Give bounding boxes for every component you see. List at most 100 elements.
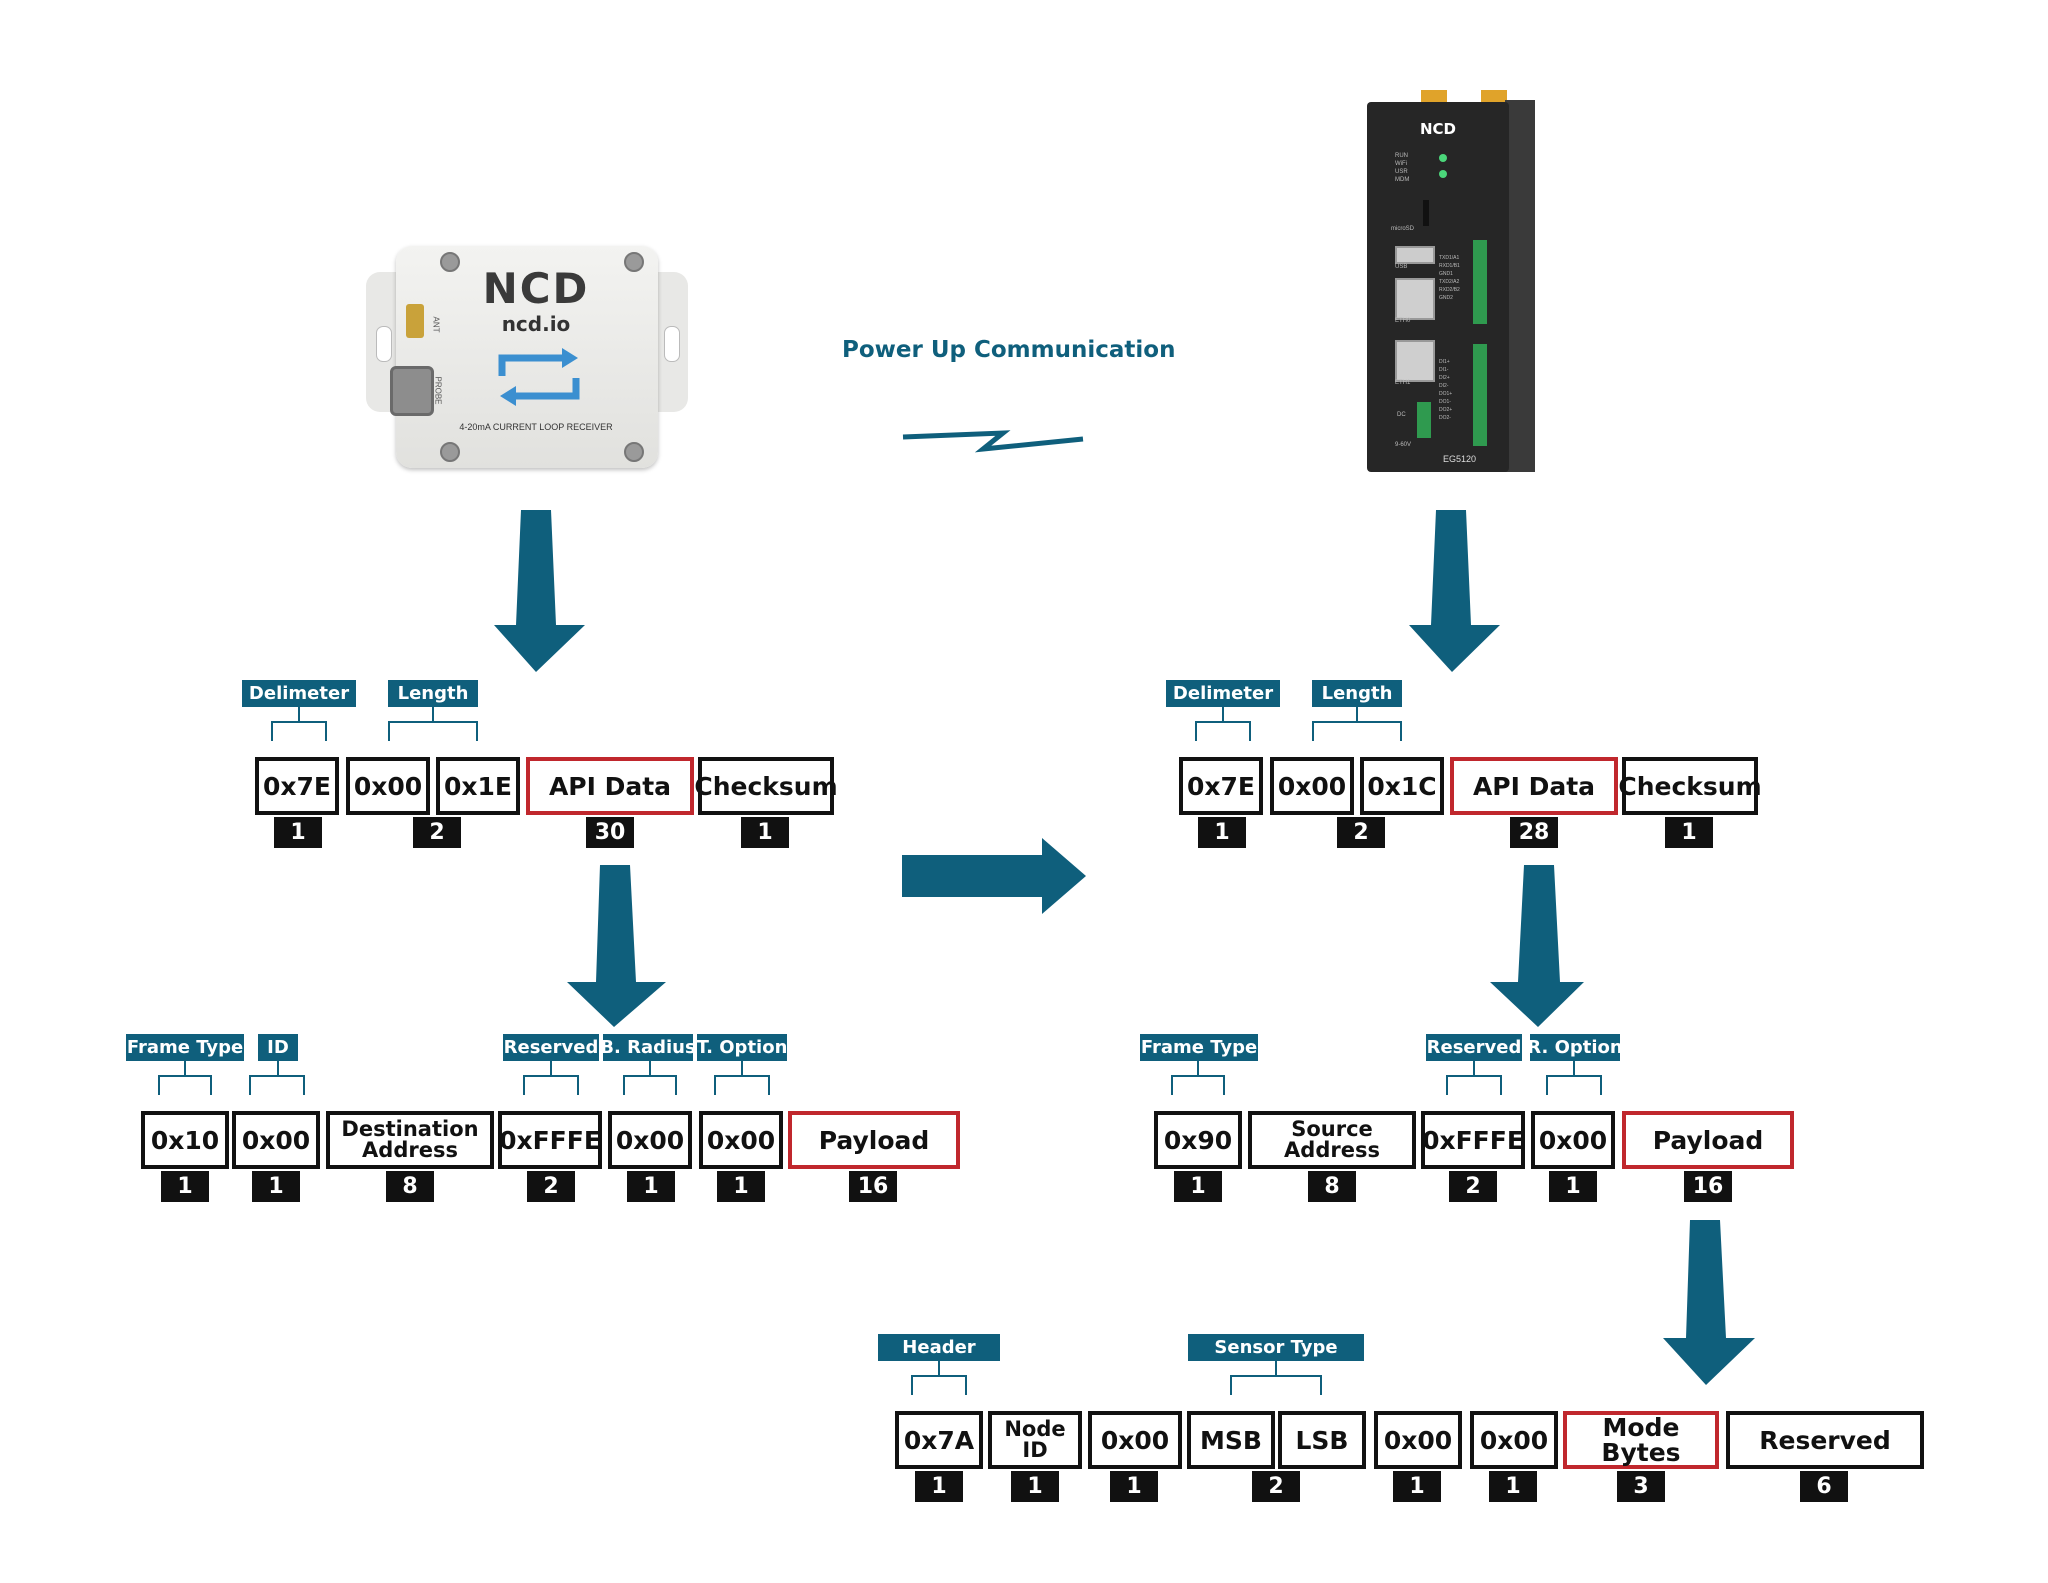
api-cell-reserved: 0xFFFE bbox=[498, 1111, 602, 1169]
frame-cell-length-msb: 0x00 bbox=[1270, 757, 1354, 815]
bracket-stem bbox=[1222, 707, 1224, 721]
bracket-stem bbox=[298, 707, 300, 721]
api-cell-payload: Payload bbox=[1622, 1111, 1794, 1169]
byte-count-badge: 30 bbox=[586, 817, 634, 848]
lightning-icon bbox=[902, 430, 1084, 453]
label-receive-option: R. Option bbox=[1527, 1034, 1623, 1061]
eth1-port bbox=[1395, 340, 1435, 382]
api-cell-frame-type: 0x10 bbox=[141, 1111, 229, 1169]
payload-cell-msb: MSB bbox=[1187, 1411, 1275, 1469]
label-id: ID bbox=[258, 1034, 298, 1061]
bracket-header bbox=[911, 1375, 967, 1395]
byte-count-badge: 1 bbox=[1393, 1471, 1441, 1502]
payload-cell-byte: 0x00 bbox=[1374, 1411, 1462, 1469]
sensor-device: ANT PROBE NCD ncd.io 4-20mA CURRENT LOOP… bbox=[366, 246, 688, 468]
ant-label: ANT bbox=[431, 316, 441, 333]
bracket-delimeter bbox=[1195, 721, 1251, 741]
frame-cell-delimiter: 0x7E bbox=[255, 757, 339, 815]
byte-count-badge: 1 bbox=[1489, 1471, 1537, 1502]
label-broadcast-radius: B. Radius bbox=[600, 1034, 696, 1061]
byte-count-badge: 6 bbox=[1800, 1471, 1848, 1502]
bracket-delimeter bbox=[271, 721, 327, 741]
bracket-frame-type bbox=[1171, 1075, 1225, 1095]
mount-hole-icon bbox=[376, 326, 392, 362]
bracket-stem bbox=[1573, 1061, 1575, 1075]
bracket-stem bbox=[1275, 1361, 1277, 1375]
bracket-stem bbox=[1356, 707, 1358, 721]
payload-cell-header: 0x7A bbox=[895, 1411, 983, 1469]
bracket-stem bbox=[938, 1361, 940, 1375]
gateway-brand-logo: NCD bbox=[1419, 120, 1456, 138]
antenna-connector bbox=[406, 304, 424, 338]
bracket-id bbox=[249, 1075, 305, 1095]
api-cell-frame-type: 0x90 bbox=[1154, 1111, 1242, 1169]
byte-count-badge: 1 bbox=[741, 817, 789, 848]
bracket-length bbox=[388, 721, 478, 741]
usb-port bbox=[1395, 246, 1435, 264]
bracket-transmit-option bbox=[714, 1075, 770, 1095]
bracket-length bbox=[1312, 721, 1402, 741]
bracket-frame-type bbox=[158, 1075, 212, 1095]
mount-hole-icon bbox=[664, 326, 680, 362]
led-icon bbox=[1439, 170, 1447, 178]
screw-icon bbox=[440, 252, 460, 272]
down-arrow-payload bbox=[1663, 1220, 1755, 1385]
terminal-block-green bbox=[1473, 240, 1487, 324]
byte-count-badge: 16 bbox=[849, 1171, 897, 1202]
bracket-receive-option bbox=[1546, 1075, 1602, 1095]
byte-count-badge: 2 bbox=[1449, 1171, 1497, 1202]
frame-cell-api-data: API Data bbox=[1450, 757, 1618, 815]
payload-cell-byte: 0x00 bbox=[1470, 1411, 1558, 1469]
bracket-stem bbox=[432, 707, 434, 721]
frame-cell-delimiter: 0x7E bbox=[1179, 757, 1263, 815]
label-frame-type: Frame Type bbox=[126, 1034, 244, 1061]
label-reserved: Reserved bbox=[503, 1034, 599, 1061]
down-arrow-api-tx bbox=[567, 865, 666, 1027]
right-arrow bbox=[902, 838, 1086, 914]
byte-count-badge: 28 bbox=[1510, 817, 1558, 848]
label-header: Header bbox=[878, 1334, 1000, 1361]
frame-cell-checksum: Checksum bbox=[694, 757, 838, 815]
label-transmit-option: T. Option bbox=[697, 1034, 787, 1061]
byte-count-badge: 1 bbox=[627, 1171, 675, 1202]
byte-count-badge: 1 bbox=[717, 1171, 765, 1202]
eth1-label: ETH1 bbox=[1395, 380, 1411, 386]
byte-count-badge: 1 bbox=[1011, 1471, 1059, 1502]
api-cell-reserved: 0xFFFE bbox=[1421, 1111, 1525, 1169]
frame-cell-api-data: API Data bbox=[526, 757, 694, 815]
bracket-sensor-type bbox=[1230, 1375, 1322, 1395]
byte-count-badge: 1 bbox=[274, 817, 322, 848]
gateway-body bbox=[1367, 102, 1509, 472]
label-frame-type: Frame Type bbox=[1140, 1034, 1258, 1061]
voltage-label: 9-60V bbox=[1395, 442, 1412, 448]
bracket-reserved bbox=[523, 1075, 579, 1095]
bracket-stem bbox=[550, 1061, 552, 1075]
down-arrow-api-rx bbox=[1490, 865, 1584, 1027]
pin-labels-bottom: DI1+ DI1- DI2+ DI2- DO1+ DO1- DO2+ DO2- bbox=[1439, 359, 1453, 421]
byte-count-badge: 3 bbox=[1617, 1471, 1665, 1502]
bracket-stem bbox=[649, 1061, 651, 1075]
screw-icon bbox=[624, 442, 644, 462]
probe-label: PROBE bbox=[433, 376, 443, 405]
payload-cell-byte: 0x00 bbox=[1088, 1411, 1182, 1469]
dc-label: DC bbox=[1397, 412, 1406, 418]
byte-count-badge: 8 bbox=[386, 1171, 434, 1202]
api-cell-receive-option: 0x00 bbox=[1531, 1111, 1615, 1169]
terminal-block-green bbox=[1473, 344, 1487, 446]
screw-icon bbox=[440, 442, 460, 462]
led-panel: RUN WiFi USR MDM bbox=[1395, 153, 1410, 183]
byte-count-badge: 1 bbox=[1665, 817, 1713, 848]
eth0-port bbox=[1395, 278, 1435, 320]
bracket-reserved bbox=[1446, 1075, 1502, 1095]
api-cell-source-address: Source Address bbox=[1248, 1111, 1416, 1169]
pin-labels-top: TXD1/A1 RXD1/B1 GND1 TXD2/A2 RXD2/B2 GND… bbox=[1439, 255, 1460, 301]
led-icon bbox=[1439, 154, 1447, 162]
byte-count-badge: 1 bbox=[1110, 1471, 1158, 1502]
usb-label: USB bbox=[1395, 264, 1408, 270]
byte-count-badge: 16 bbox=[1684, 1171, 1732, 1202]
frame-cell-length-msb: 0x00 bbox=[346, 757, 430, 815]
byte-count-badge: 1 bbox=[161, 1171, 209, 1202]
page-title: Power Up Communication bbox=[842, 337, 1176, 363]
